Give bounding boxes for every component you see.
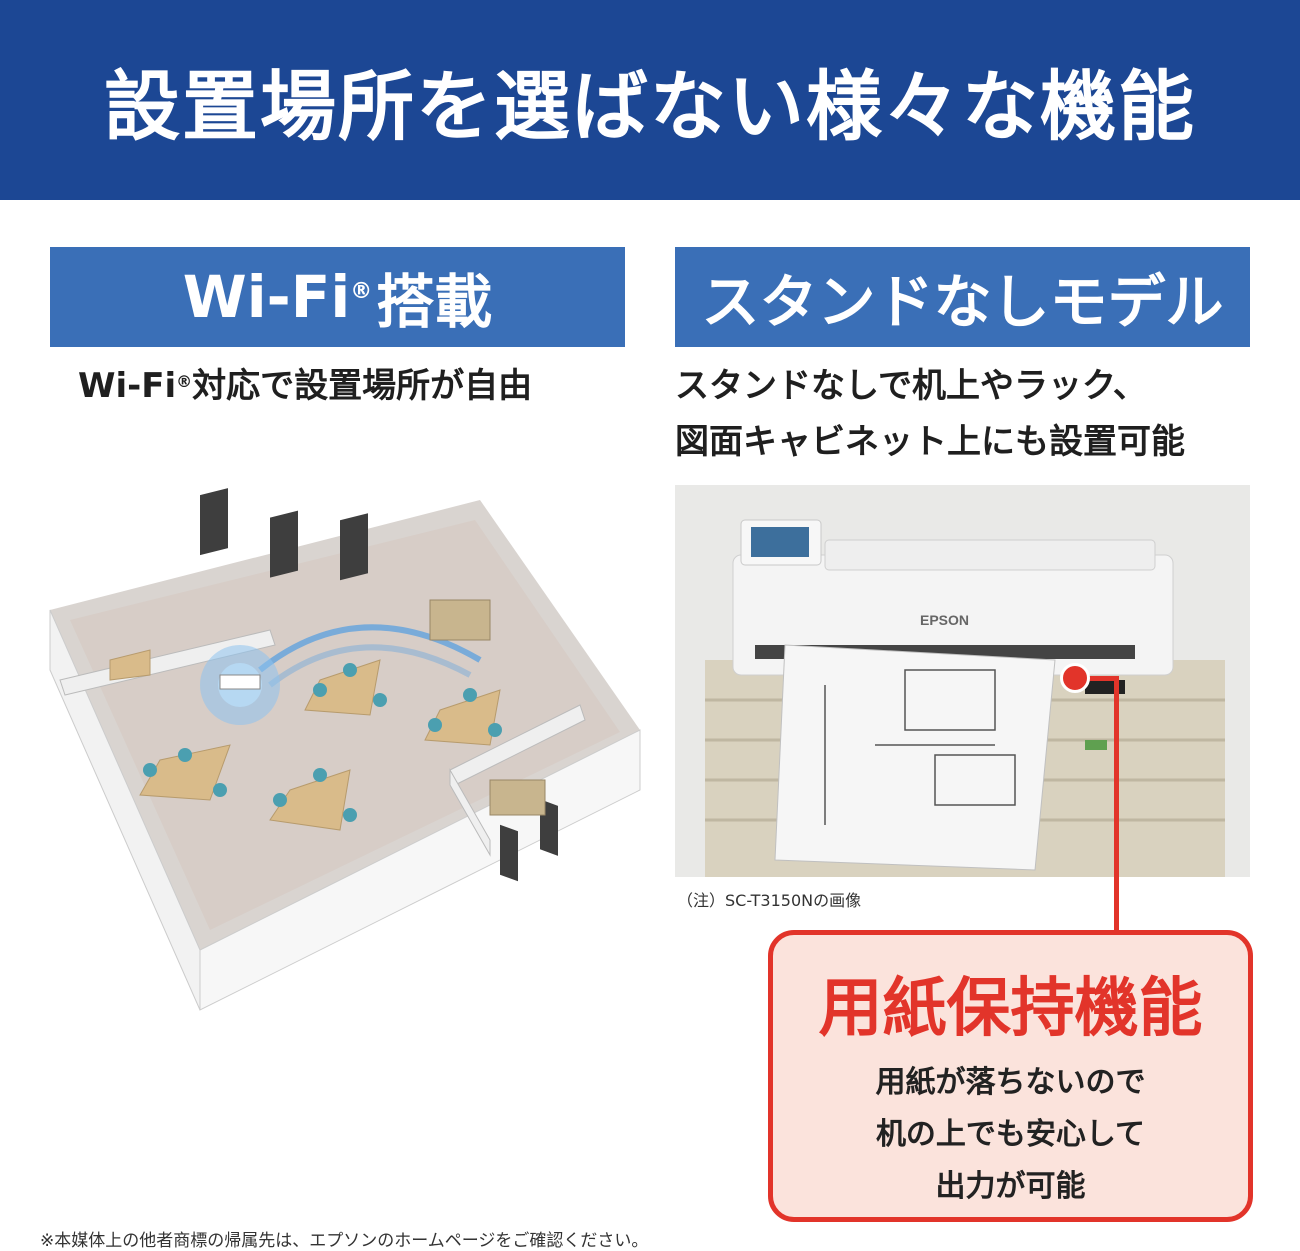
feature-bar-wifi: Wi-Fi®搭載: [50, 247, 625, 347]
callout-title: 用紙保持機能: [818, 972, 1203, 1046]
feature-standless-description: スタンドなしで机上やラック、 図面キャビネット上にも設置可能: [675, 358, 1275, 470]
feature-bar-standless: スタンドなしモデル: [675, 247, 1250, 347]
registered-mark: ®: [176, 372, 193, 391]
wifi-desc-prefix: Wi-Fi: [78, 366, 177, 406]
callout-line3: 出力が可能: [935, 1169, 1086, 1204]
callout-connector-vertical: [1114, 676, 1119, 934]
wifi-waves: [258, 624, 482, 688]
registered-mark: ®: [350, 278, 373, 304]
header-banner: 設置場所を選ばない様々な機能: [0, 0, 1300, 200]
feature-wifi-label: Wi-Fi: [182, 263, 351, 331]
callout-line2: 机の上でも安心して: [875, 1117, 1146, 1152]
callout-marker-dot: [1060, 663, 1090, 693]
standless-desc-line1: スタンドなしで机上やラック、: [675, 366, 1147, 406]
paper-holding-callout: 用紙保持機能 用紙が落ちないので 机の上でも安心して 出力が可能: [768, 930, 1253, 1222]
photo-caption: （注）SC-T3150Nの画像: [677, 891, 862, 910]
page-title: 設置場所を選ばない様々な機能: [104, 62, 1196, 151]
printer-photo: EPSON: [675, 485, 1250, 877]
standless-desc-line2: 図面キャビネット上にも設置可能: [675, 422, 1185, 462]
wifi-desc-suffix: 対応で設置場所が自由: [192, 366, 533, 406]
feature-wifi-suffix: 搭載: [376, 268, 493, 336]
trademark-footnote: ※本媒体上の他者商標の帰属先は、エプソンのホームページをご確認ください。: [40, 1231, 649, 1251]
printer-brand-label: EPSON: [920, 612, 969, 628]
office-floorplan-illustration: [49, 488, 641, 1011]
feature-standless-label: スタンドなしモデル: [701, 268, 1224, 336]
feature-wifi-description: Wi-Fi®対応で設置場所が自由: [78, 358, 618, 414]
callout-connector-horizontal: [1072, 676, 1117, 681]
callout-line1: 用紙が落ちないので: [875, 1065, 1146, 1100]
